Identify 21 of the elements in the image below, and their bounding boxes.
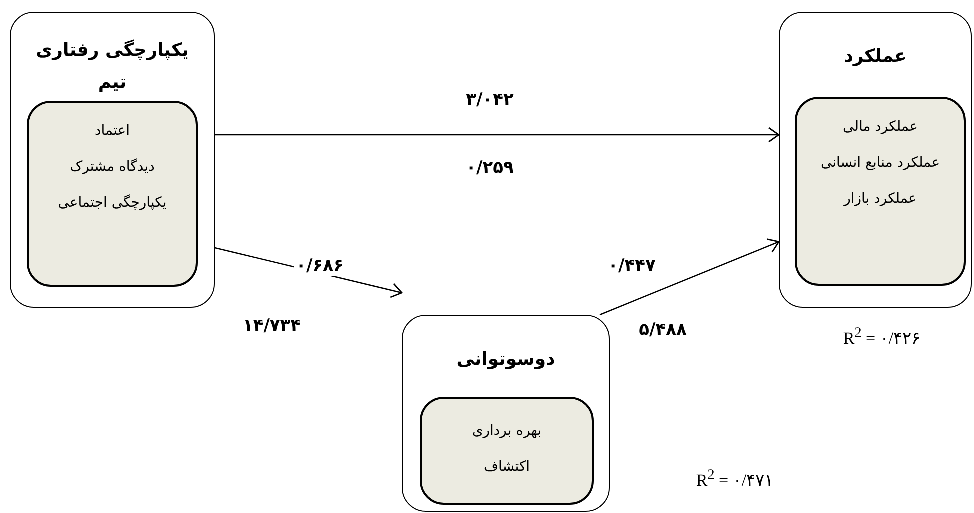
arrow [600,238,780,316]
item-text: یکپارچگی اجتماعی [58,194,167,213]
path-coefficient: ۵/۴۸۸ [637,320,689,340]
item-text: عملکرد منابع انسانی [820,154,940,173]
group-box [10,12,215,308]
item-text: عملکرد مالی [843,118,918,137]
group-heading: عملکرد [844,45,907,69]
item-box [795,97,966,286]
group-heading: دوسوتوانی [456,348,556,372]
item-text: اعتماد [94,122,130,141]
item-text: عملکرد بازار [844,190,917,209]
arrow [215,127,780,143]
item-box [420,397,594,505]
item-text: دیدگاه مشترک [70,158,155,177]
group-box [402,315,610,512]
group-box [779,12,972,308]
group-heading: یکپارچگی رفتاری تیم [35,38,190,95]
item-text: اکتشاف [484,458,530,477]
item-box [27,101,198,287]
item-text: بهره برداری [472,422,542,441]
edge-label: ۳/۰۴۲ [464,90,516,110]
